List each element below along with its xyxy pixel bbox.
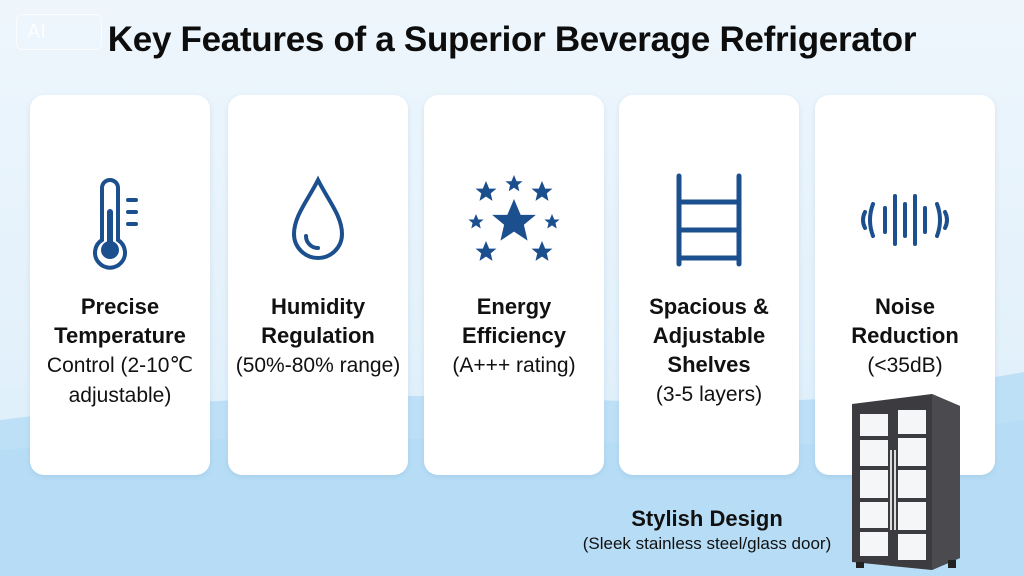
stylish-desc: (Sleek stainless steel/glass door) bbox=[582, 534, 832, 553]
feature-title: Efficiency bbox=[462, 323, 566, 348]
watermark: AI bbox=[16, 14, 102, 50]
sound-wave-icon bbox=[815, 170, 995, 270]
feature-title: Regulation bbox=[261, 323, 375, 348]
stylish-title: Stylish Design bbox=[631, 506, 783, 531]
page-title: Key Features of a Superior Beverage Refr… bbox=[107, 20, 917, 59]
water-drop-icon bbox=[228, 170, 408, 270]
feature-desc: adjustable) bbox=[68, 384, 172, 407]
feature-title: Precise bbox=[80, 294, 160, 319]
feature-desc: Control (2-10℃ bbox=[46, 354, 194, 377]
stars-icon bbox=[424, 170, 604, 270]
feature-title: Noise bbox=[875, 294, 935, 319]
feature-card-temperature: Precise Temperature Control (2-10℃ adjus… bbox=[30, 95, 210, 475]
stylish-design-caption: Stylish Design (Sleek stainless steel/gl… bbox=[566, 506, 848, 556]
feature-title: Adjustable bbox=[652, 323, 766, 348]
feature-desc: (<35dB) bbox=[867, 354, 943, 377]
feature-title: Humidity bbox=[270, 294, 366, 319]
feature-desc: (A+++ rating) bbox=[452, 354, 576, 377]
feature-title: Energy bbox=[476, 294, 552, 319]
refrigerator-icon bbox=[852, 394, 960, 570]
feature-title: Temperature bbox=[54, 323, 186, 348]
feature-card-energy: Energy Efficiency (A+++ rating) bbox=[424, 95, 604, 475]
shelves-icon bbox=[619, 170, 799, 270]
feature-card-humidity: Humidity Regulation (50%-80% range) bbox=[228, 95, 408, 475]
feature-desc: (3-5 layers) bbox=[655, 383, 763, 406]
feature-title: Spacious & bbox=[649, 294, 769, 319]
feature-card-shelves: Spacious & Adjustable Shelves (3-5 layer… bbox=[619, 95, 799, 475]
feature-desc: (50%-80% range) bbox=[235, 354, 401, 377]
thermometer-icon bbox=[30, 170, 210, 270]
feature-title: Reduction bbox=[851, 323, 959, 348]
feature-title: Shelves bbox=[667, 352, 751, 377]
